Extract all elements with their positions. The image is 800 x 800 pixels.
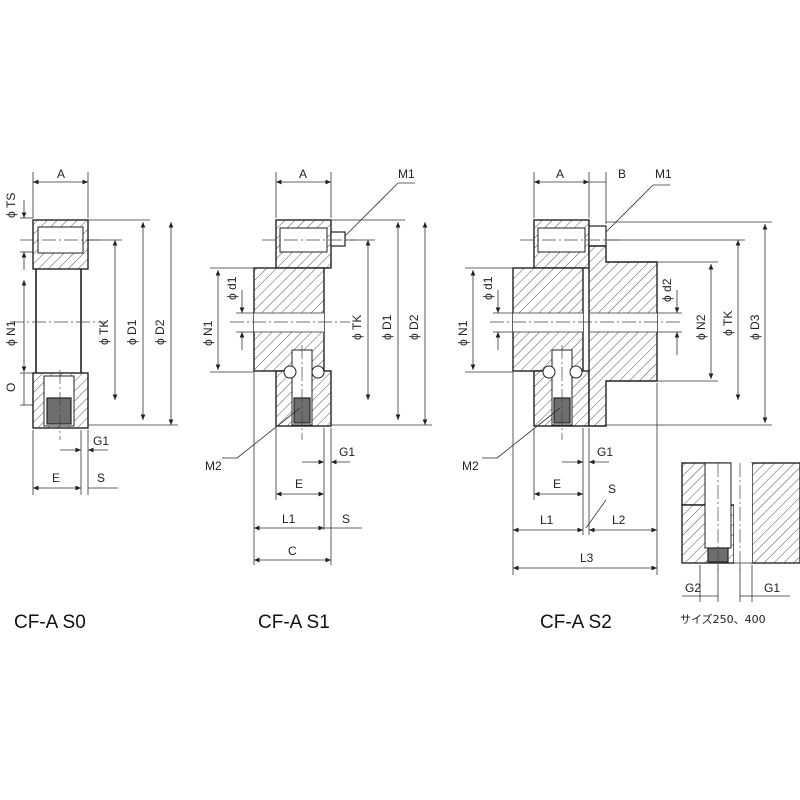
s0-label-d2: ϕ D2 <box>153 319 167 345</box>
s2-label-d3: ϕ D3 <box>748 314 762 340</box>
view-s0: A ϕ TS ϕ N1 O ϕ TK ϕ D1 ϕ D2 G1 E <box>4 167 178 633</box>
s1-label-tk: ϕ TK <box>350 315 364 340</box>
s1-title: CF-A S1 <box>258 612 330 633</box>
s1-label-d1: ϕ D1 <box>380 314 394 340</box>
s0-label-g1: G1 <box>93 434 109 448</box>
s2-label-m2: M2 <box>462 459 479 473</box>
detail-label-g1: G1 <box>764 581 780 595</box>
s1-label-m2: M2 <box>205 459 222 473</box>
s2-label-l3: L3 <box>580 551 594 565</box>
s1-label-m1: M1 <box>398 167 415 181</box>
s2-label-b: B <box>618 167 626 181</box>
s2-label-tk: ϕ TK <box>721 311 735 336</box>
s0-label-tk: ϕ TK <box>97 320 111 345</box>
s2-m1-bolt <box>588 225 607 247</box>
s2-label-l2: L2 <box>612 513 626 527</box>
s2-label-g1: G1 <box>597 445 613 459</box>
s0-label-n1: ϕ N1 <box>4 320 18 346</box>
s2-label-s: S <box>608 482 616 496</box>
s1-label-e: E <box>295 477 303 491</box>
s2-label-a: A <box>556 167 564 181</box>
detail-view: G2 G1 サイズ250、400 <box>680 462 800 626</box>
view-s1: A M1 ϕ N1 ϕ d1 ϕ TK ϕ D1 ϕ D2 M2 <box>201 167 432 633</box>
s1-label-d1-small: ϕ d1 <box>225 276 239 300</box>
s1-label-d2: ϕ D2 <box>407 314 421 340</box>
s2-label-d1-small: ϕ d1 <box>481 276 495 300</box>
s0-label-s: S <box>97 471 105 485</box>
s1-label-n1: ϕ N1 <box>201 320 215 346</box>
s2-right-flange <box>588 245 658 427</box>
s2-label-l1: L1 <box>540 513 554 527</box>
s2-label-d2-small: ϕ d2 <box>660 278 674 302</box>
s2-label-n2: ϕ N2 <box>694 314 708 340</box>
s1-label-c: C <box>288 544 297 558</box>
view-s2: A B M1 ϕ N1 ϕ d1 ϕ d2 ϕ N2 ϕ TK ϕ D3 <box>456 167 772 633</box>
s1-label-l1: L1 <box>282 512 296 526</box>
s0-label-a: A <box>57 167 65 181</box>
s1-label-g1: G1 <box>339 445 355 459</box>
s0-title: CF-A S0 <box>14 612 86 633</box>
s0-label-ts: ϕ TS <box>4 193 18 218</box>
s1-m1-bolt <box>330 231 346 247</box>
s1-label-a: A <box>299 167 307 181</box>
s2-title: CF-A S2 <box>540 612 612 633</box>
detail-label-g2: G2 <box>685 581 701 595</box>
s2-label-n1: ϕ N1 <box>456 320 470 346</box>
detail-note: サイズ250、400 <box>680 612 766 626</box>
s2-label-e: E <box>553 477 561 491</box>
s0-label-o: O <box>4 383 18 392</box>
s0-label-d1: ϕ D1 <box>125 319 139 345</box>
s1-label-s: S <box>342 512 350 526</box>
s0-label-e: E <box>52 471 60 485</box>
s2-label-m1: M1 <box>655 167 672 181</box>
